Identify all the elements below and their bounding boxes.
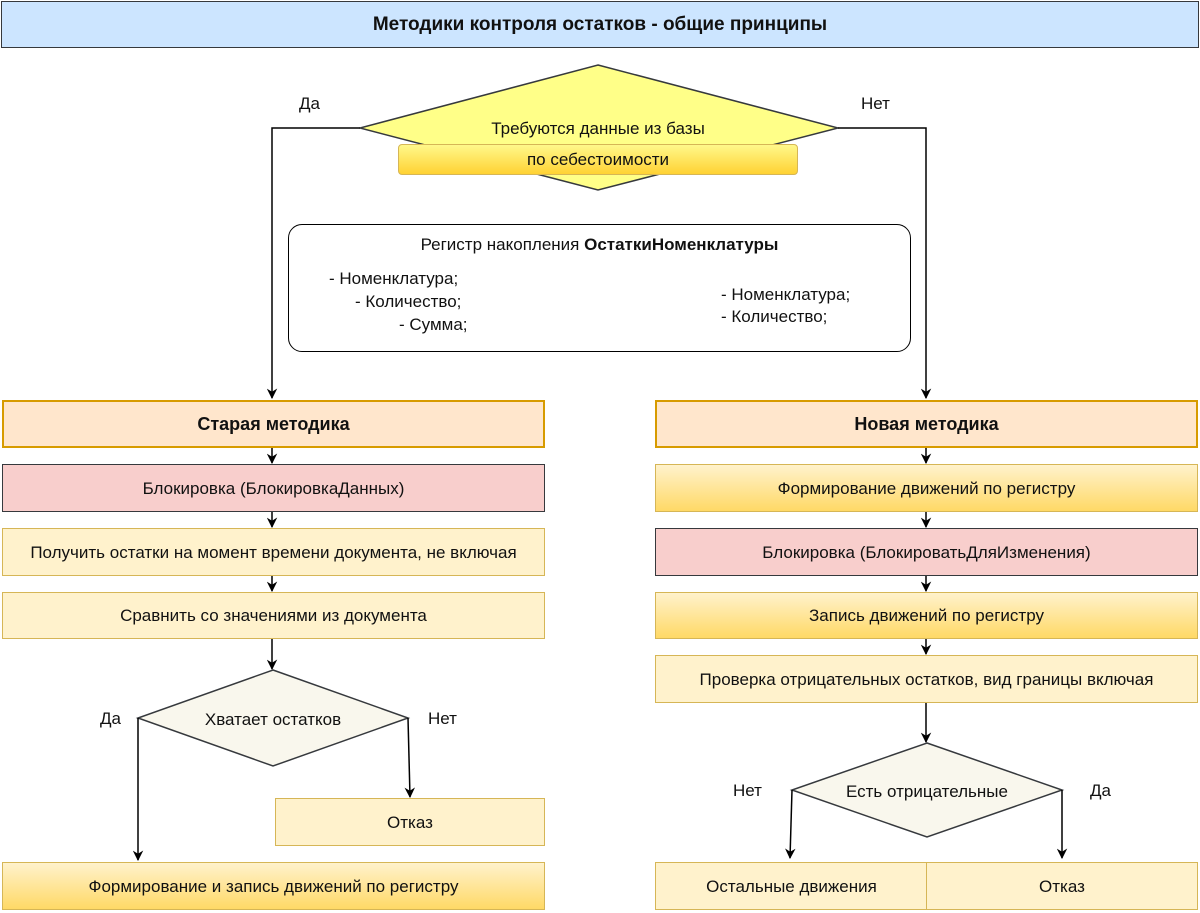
old-method-header: Старая методика [2, 400, 545, 448]
old-decision-diamond [135, 669, 411, 767]
register-left-fields: - Номенклатура; - Количество; - Сумма; [329, 267, 468, 336]
register-prefix: Регистр накопления [420, 235, 585, 254]
new-step-write-moves: Запись движений по регистру [655, 592, 1198, 639]
new-yes-label: Да [1090, 781, 1111, 800]
top-yes-label: Да [299, 94, 320, 113]
old-step-get-balances: Получить остатки на момент времени докум… [2, 528, 545, 576]
register-right-fields: - Номенклатура; - Количество; [721, 284, 850, 328]
old-step-lock: Блокировка (БлокировкаДанных) [2, 464, 545, 512]
register-box: Регистр накопления ОстаткиНоменклатуры -… [288, 224, 911, 352]
register-left-field: - Сумма; [399, 315, 468, 334]
old-no-label: Нет [428, 709, 457, 728]
top-decision-subtitle: по себестоимости [398, 144, 798, 175]
old-decision-text: Хватает остатков [204, 709, 342, 729]
register-left-field: - Номенклатура; [329, 269, 459, 288]
register-name: ОстаткиНоменклатуры [584, 235, 779, 254]
old-yes-label: Да [100, 709, 121, 728]
new-method-header: Новая методика [655, 400, 1198, 448]
new-other-moves-box: Остальные движения [655, 862, 928, 910]
top-decision-question: Требуются данные из базы [491, 118, 705, 138]
register-right-field: - Номенклатура; [721, 285, 851, 304]
old-reject-box: Отказ [275, 798, 545, 846]
connector-top-yes [266, 127, 360, 400]
diagram-title: Методики контроля остатков - общие принц… [1, 1, 1199, 48]
connector-top-no [838, 127, 932, 400]
new-reject-box: Отказ [926, 862, 1198, 910]
new-decision-diamond [789, 742, 1065, 838]
register-left-field: - Количество; [355, 292, 462, 311]
register-right-field: - Количество; [721, 307, 828, 326]
top-no-label: Нет [861, 94, 890, 113]
connector-new-no [785, 789, 796, 860]
old-step-compare: Сравнить со значениями из документа [2, 592, 545, 639]
new-no-label: Нет [733, 781, 762, 800]
register-title: Регистр накопления ОстаткиНоменклатуры [289, 235, 910, 255]
new-decision-text: Есть отрицательные [846, 781, 1008, 801]
new-step-form-moves: Формирование движений по регистру [655, 464, 1198, 512]
old-final-box: Формирование и запись движений по регист… [2, 862, 545, 910]
new-step-lock: Блокировка (БлокироватьДляИзменения) [655, 528, 1198, 576]
new-step-check-negative: Проверка отрицательных остатков, вид гра… [655, 655, 1198, 703]
connector-old-no [404, 717, 416, 799]
